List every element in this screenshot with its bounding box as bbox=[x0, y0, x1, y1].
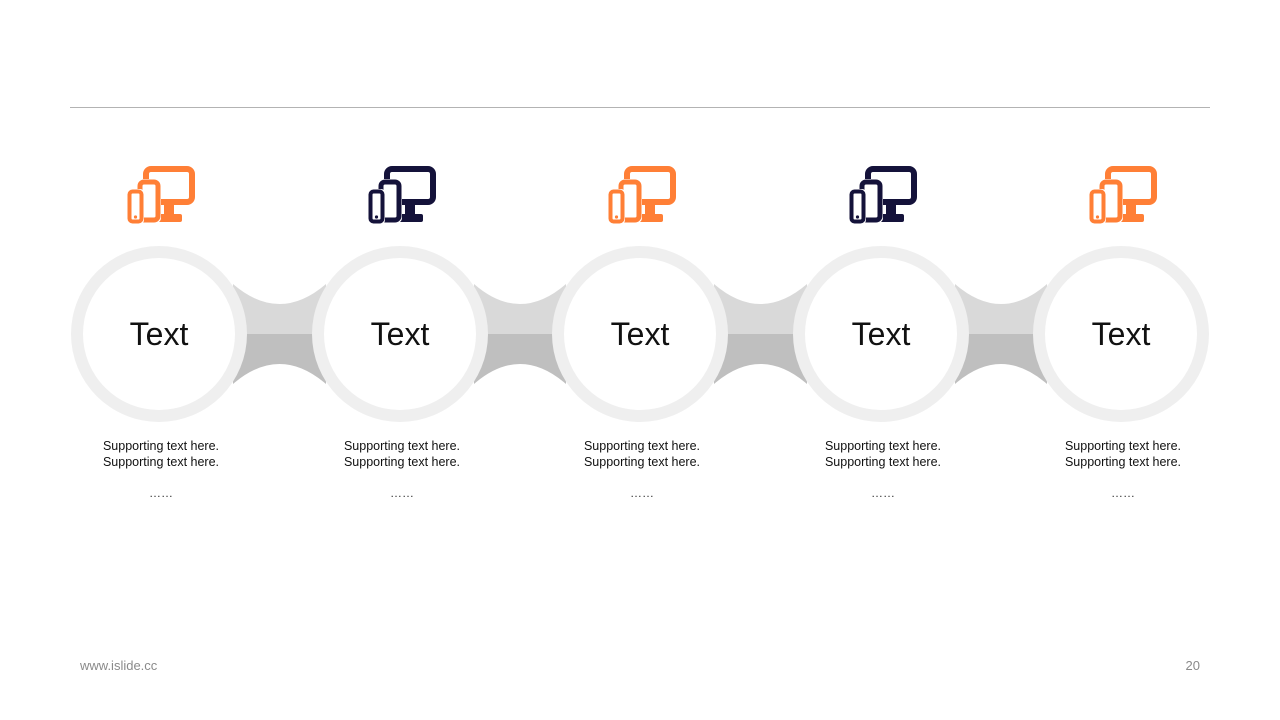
connector-band-top bbox=[233, 284, 326, 334]
devices-icon bbox=[849, 166, 917, 224]
step-disc: Text bbox=[1045, 258, 1197, 410]
supporting-text: Supporting text here. bbox=[1064, 455, 1182, 469]
step-1: Text Supporting text here. Supporting te… bbox=[71, 0, 251, 720]
page-number: 20 bbox=[1185, 658, 1200, 673]
connector-band-bottom bbox=[233, 334, 326, 384]
step-ring: Text bbox=[552, 246, 728, 422]
step-ring: Text bbox=[312, 246, 488, 422]
step-4: Text Supporting text here. Supporting te… bbox=[793, 0, 973, 720]
connector-band-top bbox=[955, 284, 1047, 334]
step-2: Text Supporting text here. Supporting te… bbox=[312, 0, 492, 720]
devices-icon bbox=[127, 166, 195, 224]
step-label: Text bbox=[129, 315, 189, 352]
devices-icon bbox=[608, 166, 676, 224]
step-label: Text bbox=[1091, 315, 1151, 352]
supporting-text: Supporting text here. bbox=[583, 455, 701, 469]
top-divider bbox=[70, 107, 1210, 108]
step-5: Text Supporting text here. Supporting te… bbox=[1033, 0, 1213, 720]
footer-website: www.islide.cc bbox=[80, 658, 158, 673]
devices-icon bbox=[1089, 166, 1157, 224]
ellipsis-text: …… bbox=[149, 486, 173, 500]
supporting-text: Supporting text here. bbox=[343, 439, 461, 453]
supporting-text: Supporting text here. bbox=[824, 439, 942, 453]
connector-band-bottom bbox=[714, 334, 807, 384]
step-ring: Text bbox=[71, 246, 247, 422]
devices-icon bbox=[368, 166, 436, 224]
step-label: Text bbox=[851, 315, 911, 352]
ellipsis-text: …… bbox=[630, 486, 654, 500]
ellipsis-text: …… bbox=[1111, 486, 1135, 500]
connector-band-top bbox=[474, 284, 566, 334]
supporting-text: Supporting text here. bbox=[102, 439, 220, 453]
connector-band-top bbox=[714, 284, 807, 334]
step-label: Text bbox=[370, 315, 430, 352]
step-ring: Text bbox=[1033, 246, 1209, 422]
step-3: Text Supporting text here. Supporting te… bbox=[552, 0, 732, 720]
supporting-text: Supporting text here. bbox=[343, 455, 461, 469]
step-label: Text bbox=[610, 315, 670, 352]
ellipsis-text: …… bbox=[871, 486, 895, 500]
step-disc: Text bbox=[805, 258, 957, 410]
supporting-text: Supporting text here. bbox=[1064, 439, 1182, 453]
step-ring: Text bbox=[793, 246, 969, 422]
connector-band-bottom bbox=[955, 334, 1047, 384]
connector-band-bottom bbox=[474, 334, 566, 384]
supporting-text: Supporting text here. bbox=[824, 455, 942, 469]
supporting-text: Supporting text here. bbox=[583, 439, 701, 453]
step-disc: Text bbox=[83, 258, 235, 410]
step-disc: Text bbox=[324, 258, 476, 410]
supporting-text: Supporting text here. bbox=[102, 455, 220, 469]
step-disc: Text bbox=[564, 258, 716, 410]
ellipsis-text: …… bbox=[390, 486, 414, 500]
